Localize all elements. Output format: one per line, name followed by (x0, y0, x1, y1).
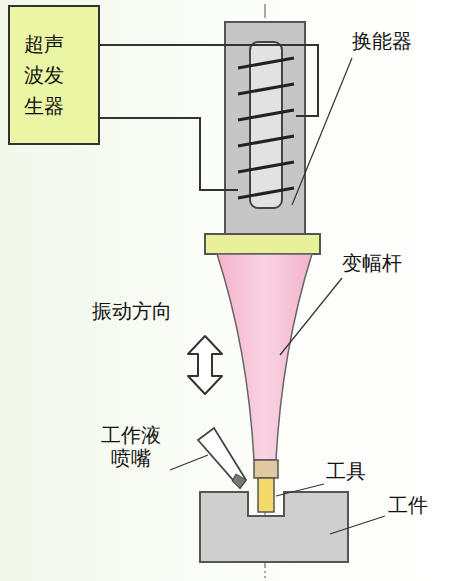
wire (88, 45, 318, 116)
coil-windings (238, 58, 294, 198)
coil-turn (238, 188, 294, 198)
part-label: 换能器 (352, 30, 412, 53)
part-label: 变幅杆 (342, 252, 402, 275)
coil-turn (238, 58, 294, 68)
leader-line (276, 484, 324, 496)
leader-line (280, 278, 342, 355)
leader-line (292, 58, 352, 205)
part-label: 工件 (388, 494, 428, 517)
coil-turn (238, 162, 294, 172)
generator-label: 超声波发生器 (24, 29, 65, 122)
nozzle-tip (232, 474, 246, 488)
tool-holder (254, 460, 278, 478)
coil-turn (238, 110, 294, 120)
transducer-core (250, 42, 282, 208)
nozzle (198, 428, 246, 488)
flange (205, 234, 320, 254)
tool (258, 478, 274, 512)
leader-line (170, 455, 208, 470)
coil-turn (238, 136, 294, 146)
coil-turn (238, 84, 294, 94)
vibration-arrow (188, 336, 222, 394)
part-label: 工具 (326, 460, 366, 483)
workpiece (200, 492, 348, 562)
part-label: 振动方向 (92, 300, 172, 323)
horn (217, 254, 312, 460)
leader-line (330, 516, 385, 534)
wire (88, 118, 238, 190)
part-label: 工作液喷嘴 (100, 424, 161, 470)
generator-box: 超声波发生器 (8, 5, 100, 145)
